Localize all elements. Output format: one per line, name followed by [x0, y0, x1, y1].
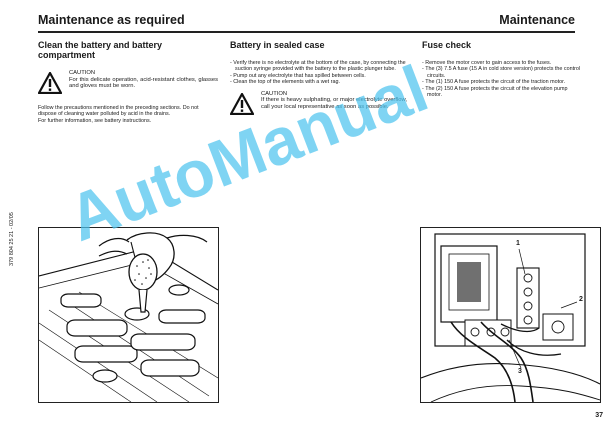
page-number: 37 [595, 412, 603, 419]
caution-block: CAUTION For this delicate operation, aci… [38, 70, 218, 100]
document-code: 379 804 25 21 - 02/05 [9, 212, 15, 266]
fuse-callout-1: 1 [516, 240, 520, 247]
sealed-battery-steps: - Verify there is no electrolyte at the … [230, 60, 410, 86]
chapter-title: Maintenance [499, 13, 575, 27]
caution-label: CAUTION [261, 90, 288, 97]
sealed-battery-section: Battery in sealed case - Verify there is… [230, 40, 410, 126]
battery-cleaning-section: Clean the battery and battery compartmen… [38, 40, 218, 124]
battery-body-text: For further information, see battery ins… [38, 117, 152, 124]
warning-triangle-icon [38, 72, 62, 94]
battery-cleaning-heading: Clean the battery and battery compartmen… [38, 40, 163, 60]
fuse-callout-3: 3 [518, 368, 522, 375]
battery-cleaning-illustration [38, 227, 219, 403]
caution-text: If there is heavy sulphating, or major e… [261, 97, 407, 110]
list-item: - Clean the top of the elements with a w… [230, 79, 340, 86]
caution-text: For this delicate operation, acid-resist… [69, 76, 218, 90]
list-item: - Verify there is no electrolyte at the … [230, 60, 406, 73]
list-item: - The (3) 7.5 A fuse (15 A in cold store… [422, 66, 581, 79]
warning-triangle-icon [230, 92, 254, 115]
fuse-check-heading: Fuse check [422, 40, 472, 50]
list-item: - The (2) 150 A fuse protects the circui… [422, 85, 568, 99]
fuse-callout-2: 2 [579, 296, 583, 303]
battery-body-text: Follow the precautions mentioned in the … [38, 105, 199, 118]
sealed-battery-heading: Battery in sealed case [230, 40, 325, 50]
header-rule [38, 31, 575, 33]
list-item: - Pump out any electrolyte that has spil… [230, 72, 366, 79]
fuse-check-steps: - Remove the motor cover to gain access … [422, 60, 582, 98]
caution-label: CAUTION [69, 70, 96, 76]
section-title: Maintenance as required [38, 13, 185, 27]
caution-block: CAUTION If there is heavy sulphating, or… [230, 91, 410, 121]
list-item: - Remove the motor cover to gain access … [422, 60, 552, 66]
list-item: - The (1) 150 A fuse protects the circui… [422, 79, 566, 86]
fuse-location-illustration: 1 2 3 [420, 227, 601, 403]
fuse-check-section: Fuse check - Remove the motor cover to g… [422, 40, 582, 103]
